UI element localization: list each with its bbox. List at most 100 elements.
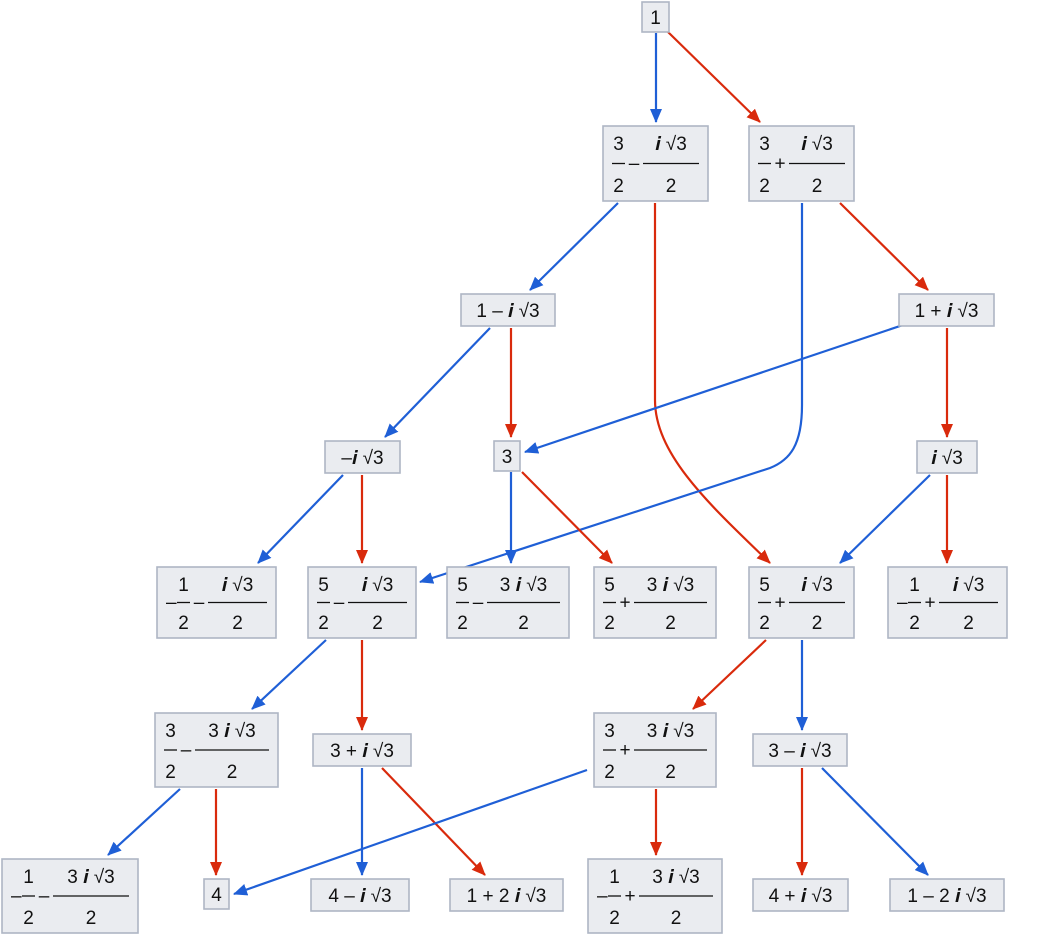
node-label: 4 — [211, 885, 222, 906]
node-left-denominator: 2 — [165, 762, 176, 783]
node-n19: –12–3 𝒊 √32 — [1, 858, 139, 934]
node-left-numerator: 3 — [165, 721, 176, 742]
node-right-denominator: 2 — [518, 613, 529, 634]
node-label: –𝒊 √3 — [341, 448, 383, 469]
node-operator: + — [619, 740, 630, 761]
node-left-numerator: 3 — [759, 134, 770, 155]
node-label: 1 – 𝒊 √3 — [476, 301, 539, 322]
edge-blue-n6-to-n9 — [257, 474, 344, 564]
node-operator: + — [624, 886, 635, 907]
node-n18: 3 – 𝒊 √3 — [752, 733, 848, 767]
node-left-denominator: 2 — [909, 613, 920, 634]
node-left-numerator: 1 — [23, 867, 34, 888]
node-operator: – — [194, 593, 205, 614]
node-left-numerator: 5 — [457, 575, 468, 596]
node-right-denominator: 2 — [671, 908, 682, 929]
node-right-numerator: 3 𝒊 √3 — [647, 575, 694, 596]
node-n21: 4 – 𝒊 √3 — [310, 878, 410, 912]
node-right-numerator: 𝒊 √3 — [801, 575, 833, 596]
node-right-numerator: 3 𝒊 √3 — [208, 721, 255, 742]
node-n14: –12+𝒊 √32 — [887, 566, 1008, 639]
node-left-denominator: 2 — [23, 908, 34, 929]
node-label: 3 — [502, 447, 513, 468]
node-box — [310, 878, 410, 912]
node-operator: – — [181, 740, 192, 761]
node-right-denominator: 2 — [372, 613, 383, 634]
node-label: 1 — [650, 8, 661, 29]
node-right-numerator: 3 𝒊 √3 — [647, 721, 694, 742]
node-left-numerator: 3 — [613, 134, 624, 155]
node-box — [889, 878, 1005, 912]
edge-red-n7-to-n12 — [521, 471, 613, 564]
node-box — [312, 733, 412, 767]
edge-red-n13-to-n17 — [692, 639, 767, 710]
node-left-numerator: 1 — [178, 575, 189, 596]
node-n24: 4 + 𝒊 √3 — [752, 878, 849, 912]
edge-red-n16-to-n22 — [381, 767, 486, 876]
node-operator: – — [39, 886, 50, 907]
node-n23: –12+3 𝒊 √32 — [587, 858, 723, 934]
edge-blue-n5-to-n7 — [524, 323, 904, 454]
node-box — [752, 733, 848, 767]
edge-blue-n3-to-n10 — [419, 203, 804, 584]
node-left-numerator: 5 — [604, 575, 615, 596]
node-n1: 1 — [641, 1, 670, 33]
node-right-denominator: 2 — [232, 613, 243, 634]
node-n2: 32–𝒊 √32 — [602, 125, 709, 202]
node-operator: – — [334, 593, 345, 614]
node-n16: 3 + 𝒊 √3 — [312, 733, 412, 767]
node-left-denominator: 2 — [613, 176, 624, 197]
node-operator: – — [629, 154, 640, 175]
node-left-numerator: 1 — [609, 867, 620, 888]
node-right-denominator: 2 — [227, 762, 238, 783]
node-left-numerator: 1 — [909, 575, 920, 596]
node-left-numerator: 3 — [604, 721, 615, 742]
node-n4: 1 – 𝒊 √3 — [460, 293, 556, 327]
node-left-denominator: 2 — [457, 613, 468, 634]
node-right-numerator: 3 𝒊 √3 — [652, 867, 699, 888]
node-n20: 4 — [203, 878, 230, 910]
node-n5: 1 + 𝒊 √3 — [898, 293, 995, 327]
node-box — [460, 293, 556, 327]
node-label: 3 – 𝒊 √3 — [768, 741, 831, 762]
node-left-denominator: 2 — [604, 613, 615, 634]
node-box — [898, 293, 995, 327]
node-left-denominator: 2 — [318, 613, 329, 634]
node-n6: –𝒊 √3 — [324, 440, 401, 474]
node-left-sign: – — [597, 886, 608, 907]
node-left-sign: – — [897, 593, 908, 614]
node-label: 4 – 𝒊 √3 — [328, 886, 391, 907]
node-box — [203, 878, 230, 910]
node-n8: 𝒊 √3 — [916, 440, 978, 474]
node-n12: 52+3 𝒊 √32 — [593, 566, 717, 639]
edge-blue-n4-to-n6 — [384, 327, 491, 438]
node-left-denominator: 2 — [759, 176, 770, 197]
node-left-sign: – — [166, 593, 177, 614]
node-right-numerator: 𝒊 √3 — [953, 575, 985, 596]
node-n22: 1 + 2 𝒊 √3 — [449, 878, 564, 912]
node-right-denominator: 2 — [666, 176, 677, 197]
node-left-numerator: 5 — [318, 575, 329, 596]
node-label: 𝒊 √3 — [931, 448, 963, 469]
node-right-denominator: 2 — [665, 613, 676, 634]
node-right-numerator: 3 𝒊 √3 — [500, 575, 547, 596]
node-right-denominator: 2 — [812, 613, 823, 634]
edge-blue-n10-to-n15 — [251, 639, 327, 710]
node-n13: 52+𝒊 √32 — [748, 566, 855, 639]
node-label: 3 + 𝒊 √3 — [330, 741, 394, 762]
node-label: 1 + 2 𝒊 √3 — [467, 886, 547, 907]
edge-red-n2-to-n13 — [653, 203, 771, 564]
edge-blue-n15-to-n19 — [107, 788, 181, 856]
node-box — [324, 440, 401, 474]
node-box — [752, 878, 849, 912]
node-n17: 32+3 𝒊 √32 — [593, 712, 717, 788]
node-right-denominator: 2 — [86, 908, 97, 929]
node-right-numerator: 𝒊 √3 — [801, 134, 833, 155]
node-box — [916, 440, 978, 474]
node-right-denominator: 2 — [963, 613, 974, 634]
node-label: 1 + 𝒊 √3 — [915, 301, 979, 322]
node-label: 4 + 𝒊 √3 — [769, 886, 833, 907]
node-n7: 3 — [493, 440, 521, 472]
node-operator: + — [774, 593, 785, 614]
